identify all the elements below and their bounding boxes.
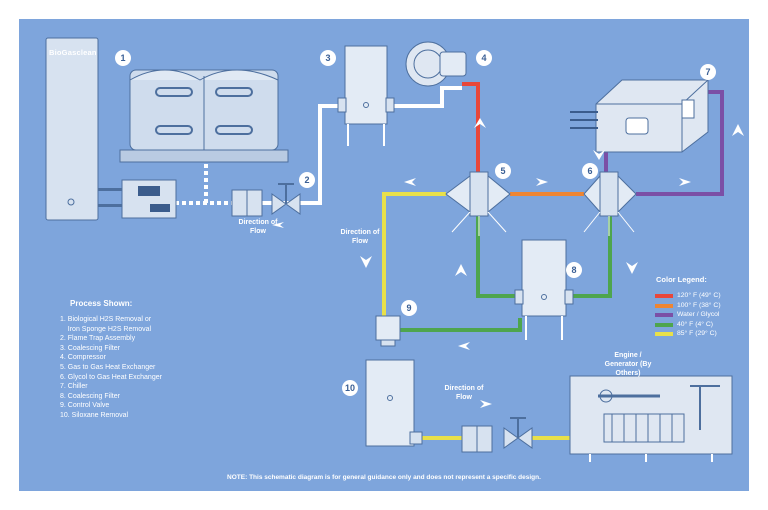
legend-label: 120° F (49° C) [677,292,721,299]
arrow-down [593,150,605,160]
legend-label: 40° F (4° C) [677,320,714,328]
process-steps-list: 1. Biological H2S Removal or Iron Sponge… [60,315,162,421]
arrow-up [474,118,486,128]
process-step: Iron Sponge H2S Removal [60,325,152,333]
arrow-right-2 [536,178,548,186]
legend-swatch [655,303,673,308]
legend-item: Water / Glycol [655,310,721,320]
control-valve [375,315,401,347]
step-badge-6: 6 [582,163,598,179]
flame-trap-assembly [231,183,301,217]
flow-label-2: Direction of Flow [340,229,380,245]
engine-generator-label: Engine / Generator (By Others) [604,352,652,377]
flow-label-1: Direction of Flow [238,219,278,235]
process-step: 2. Flame Trap Assembly [60,335,136,343]
step-badge-1: 1 [115,50,131,66]
step-badge-2: 2 [299,172,315,188]
process-step: 8. Coalescing Filter [60,392,120,400]
legend-label: 85° F (29° C) [677,330,717,338]
h2s-removal-unit [45,37,289,221]
arrow-up-2 [732,124,744,136]
arrow-left [404,178,416,186]
step-badge-3: 3 [320,50,336,66]
pipe-red [462,82,480,176]
arrow-down-3 [360,256,372,268]
legend-swatch [655,322,673,327]
arrow-right-4 [480,400,492,408]
legend-item: 100° F (38° C) [655,301,721,311]
legend-swatch [655,332,673,337]
process-step: 3. Coalescing Filter [60,344,120,352]
disclaimer-note: NOTE: This schematic diagram is for gene… [227,474,541,481]
arrow-right-3 [679,178,691,186]
process-step: 6. Glycol to Gas Heat Exchanger [60,373,162,381]
step-badge-4: 4 [476,50,492,66]
compressor [405,41,467,87]
step-badge-10: 10 [342,380,358,396]
engine-generator [569,375,733,462]
lower-flame-trap [461,417,533,453]
legend-swatch [655,313,673,318]
gas-gas-heat-exchanger [445,171,511,236]
process-step: 5. Gas to Gas Heat Exchanger [60,363,156,371]
process-step: 4. Compressor [60,354,106,362]
step-badge-5: 5 [495,163,511,179]
legend-item: 40° F (4° C) [655,320,721,330]
arrow-left-2 [458,342,470,350]
step-badge-8: 8 [566,262,582,278]
process-step: 1. Biological H2S Removal or [60,316,152,323]
arrow-up-3 [455,264,467,276]
step-badge-9: 9 [401,300,417,316]
flow-label-3: Direction of Flow [444,385,484,401]
legend-swatch [655,294,673,298]
arrow-right [272,222,284,228]
legend-label: 100° F (38° C) [677,301,721,309]
coalescing-filter-lower [514,239,574,340]
legend-label: Water / Glycol [677,311,720,319]
process-step: 7. Chiller [60,383,88,391]
legend-item: 120° F (49° C) [655,291,721,301]
brand-logo-text: BioGasclean [49,48,97,57]
process-step: 9. Control Valve [60,402,110,410]
color-legend: 120° F (49° C) 100° F (38° C) Water / Gl… [655,291,721,339]
coalescing-filter-top [337,45,395,146]
arrow-down-2 [626,262,638,274]
process-heading: Process Shown: [70,299,133,308]
process-step: 10. Siloxane Removal [60,411,129,419]
pipe-green [400,214,612,332]
legend-title: Color Legend: [656,275,707,284]
legend-item: 85° F (29° C) [655,329,721,339]
step-badge-7: 7 [700,64,716,80]
flow-arrows [272,118,744,408]
siloxane-removal-unit [365,359,423,447]
glycol-gas-heat-exchanger [583,171,637,236]
